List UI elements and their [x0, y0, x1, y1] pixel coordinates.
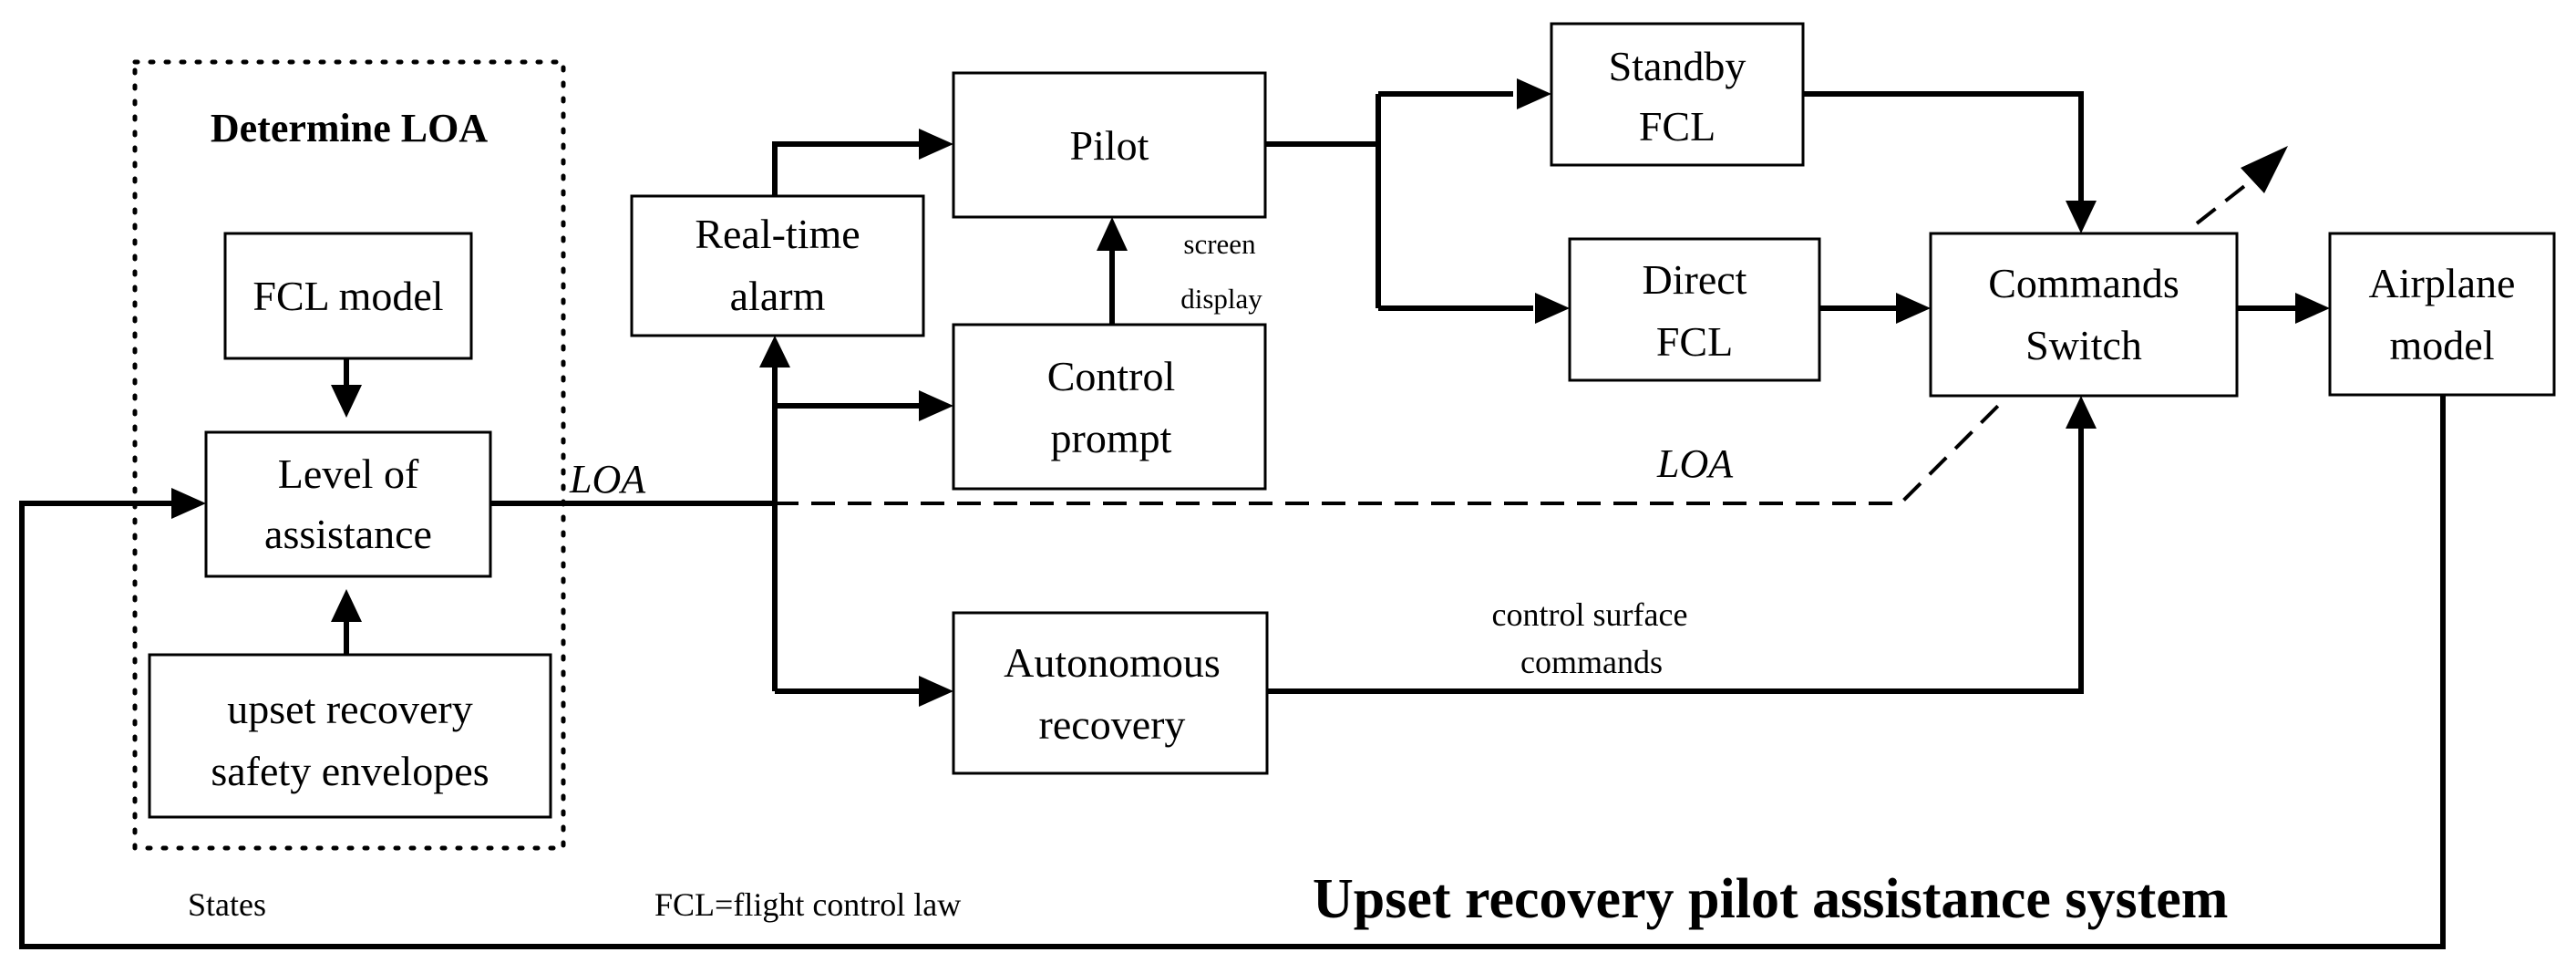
auto-line1: Autonomous [1004, 639, 1221, 686]
arrow-bus-auto [919, 676, 953, 707]
control-surface-line2: commands [1520, 644, 1663, 680]
envelopes-line2: safety envelopes [211, 748, 489, 794]
loa-block-line2: assistance [264, 511, 432, 557]
control-prompt-block: Control prompt [952, 323, 1267, 491]
alarm-line1: Real-time [695, 211, 860, 257]
auto-to-switch-wire [1267, 421, 2084, 694]
switch-line2: Switch [2025, 322, 2142, 368]
prompt-line2: prompt [1051, 415, 1172, 461]
prompt-line1: Control [1047, 353, 1176, 399]
direct-line2: FCL [1656, 318, 1733, 365]
envelopes-line1: upset recovery [227, 686, 473, 732]
commands-switch-block: Commands Switch [1929, 232, 2239, 398]
determine-loa-group [132, 59, 566, 851]
diagram-title: Upset recovery pilot assistance system [1313, 868, 2228, 930]
direct-fcl-block: Direct FCL [1568, 237, 1821, 382]
loa-output-label: LOA [569, 457, 646, 502]
alarm-line2: alarm [730, 273, 826, 319]
arrow-switch-airplane [2295, 293, 2330, 324]
arrow-auto-switch [2066, 396, 2097, 429]
pilot-label: Pilot [1070, 122, 1149, 169]
loa-dashed-label: LOA [1656, 441, 1734, 486]
realtime-alarm-block: Real-time alarm [630, 194, 925, 337]
arrow-prompt-pilot [1097, 217, 1128, 251]
alarm-to-pilot-wire [772, 141, 921, 196]
autonomous-recovery-block: Autonomous recovery [952, 611, 1269, 775]
loa-block-line1: Level of [278, 450, 419, 497]
arrow-standby-switch [2066, 201, 2097, 233]
arrow-bus-alarm [759, 336, 790, 367]
airplane-line1: Airplane [2369, 260, 2516, 306]
pilot-block: Pilot [952, 71, 1267, 219]
fcl-model-label: FCL model [252, 273, 443, 319]
airplane-line2: model [2390, 322, 2495, 368]
auto-line2: recovery [1039, 701, 1186, 748]
arrow-fcl-loa [331, 385, 362, 418]
screen-display-line2: display [1180, 283, 1262, 315]
loa-dashed-wire [775, 397, 2007, 505]
standby-to-switch-wire [1803, 91, 2084, 210]
states-label: States [188, 886, 266, 923]
arrow-feedback-loa [171, 488, 206, 519]
standby-line2: FCL [1639, 103, 1716, 150]
standby-line1: Standby [1609, 43, 1747, 89]
control-surface-line1: control surface [1492, 596, 1688, 633]
switch-line1: Commands [1988, 260, 2179, 306]
arrow-env-loa [331, 589, 362, 622]
arrow-direct-switch [1896, 293, 1931, 324]
arrow-to-direct [1535, 293, 1570, 324]
determine-loa-label: Determine LOA [211, 106, 488, 150]
fcl-model-block: FCL model [223, 232, 473, 360]
standby-fcl-block: Standby FCL [1550, 22, 1805, 167]
arrow-bus-prompt [919, 390, 953, 421]
airplane-model-block: Airplane model [2328, 232, 2556, 397]
level-of-assistance-block: Level of assistance [204, 430, 492, 578]
upset-envelopes-block: upset recovery safety envelopes [148, 653, 552, 819]
switch-dashed-output [2195, 179, 2253, 225]
arrow-dashed-output [2241, 146, 2288, 193]
arrow-alarm-pilot [919, 129, 953, 160]
screen-display-line1: screen [1183, 228, 1256, 260]
feedback-wire [19, 395, 2446, 949]
legend-fcl: FCL=flight control law [654, 886, 961, 923]
arrow-to-standby [1517, 78, 1551, 109]
direct-line1: Direct [1643, 256, 1747, 303]
